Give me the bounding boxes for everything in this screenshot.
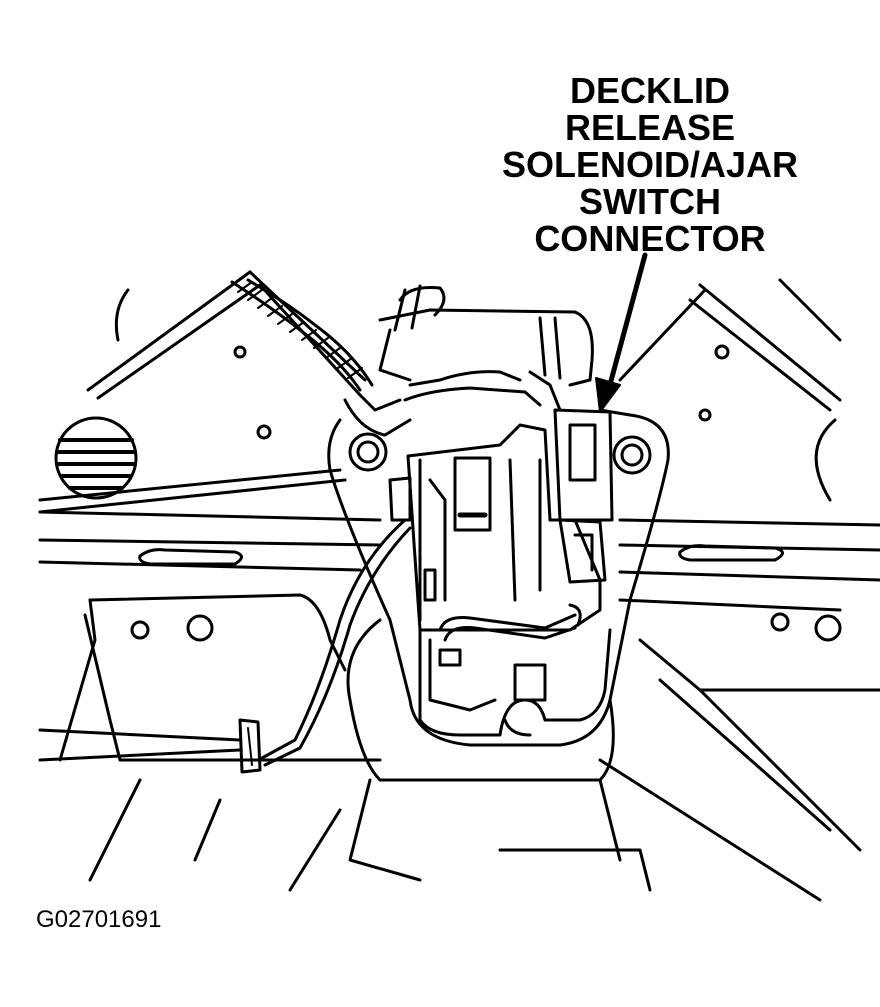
callout-line-1: DECKLID xyxy=(570,70,730,111)
callout-line-4: SWITCH xyxy=(579,181,721,222)
solenoid-ajar-switch-connector xyxy=(553,408,614,584)
decklid-panel-right xyxy=(618,278,842,502)
callout-arrow xyxy=(595,252,648,413)
reinforcement-beam xyxy=(38,510,880,582)
wire-harness xyxy=(230,278,562,437)
floor-panel-right xyxy=(498,598,880,902)
solenoid-wire xyxy=(438,603,582,642)
decklid-panel-left xyxy=(38,270,367,514)
latch-recess xyxy=(346,618,622,882)
figure-id: G02701691 xyxy=(36,906,162,933)
component-callout-label: DECKLID RELEASE SOLENOID/AJAR SWITCH CON… xyxy=(490,72,810,257)
floor-panel-left xyxy=(38,593,382,892)
ajar-switch-wire xyxy=(238,518,412,774)
latch-jaw xyxy=(418,628,612,737)
release-cable-housing xyxy=(378,284,594,387)
callout-line-3: SOLENOID/AJAR xyxy=(501,144,799,185)
latch-bracket xyxy=(327,408,670,747)
callout-line-5: CONNECTOR xyxy=(534,218,766,259)
panel-plug xyxy=(54,416,138,500)
callout-line-2: RELEASE xyxy=(564,107,736,148)
